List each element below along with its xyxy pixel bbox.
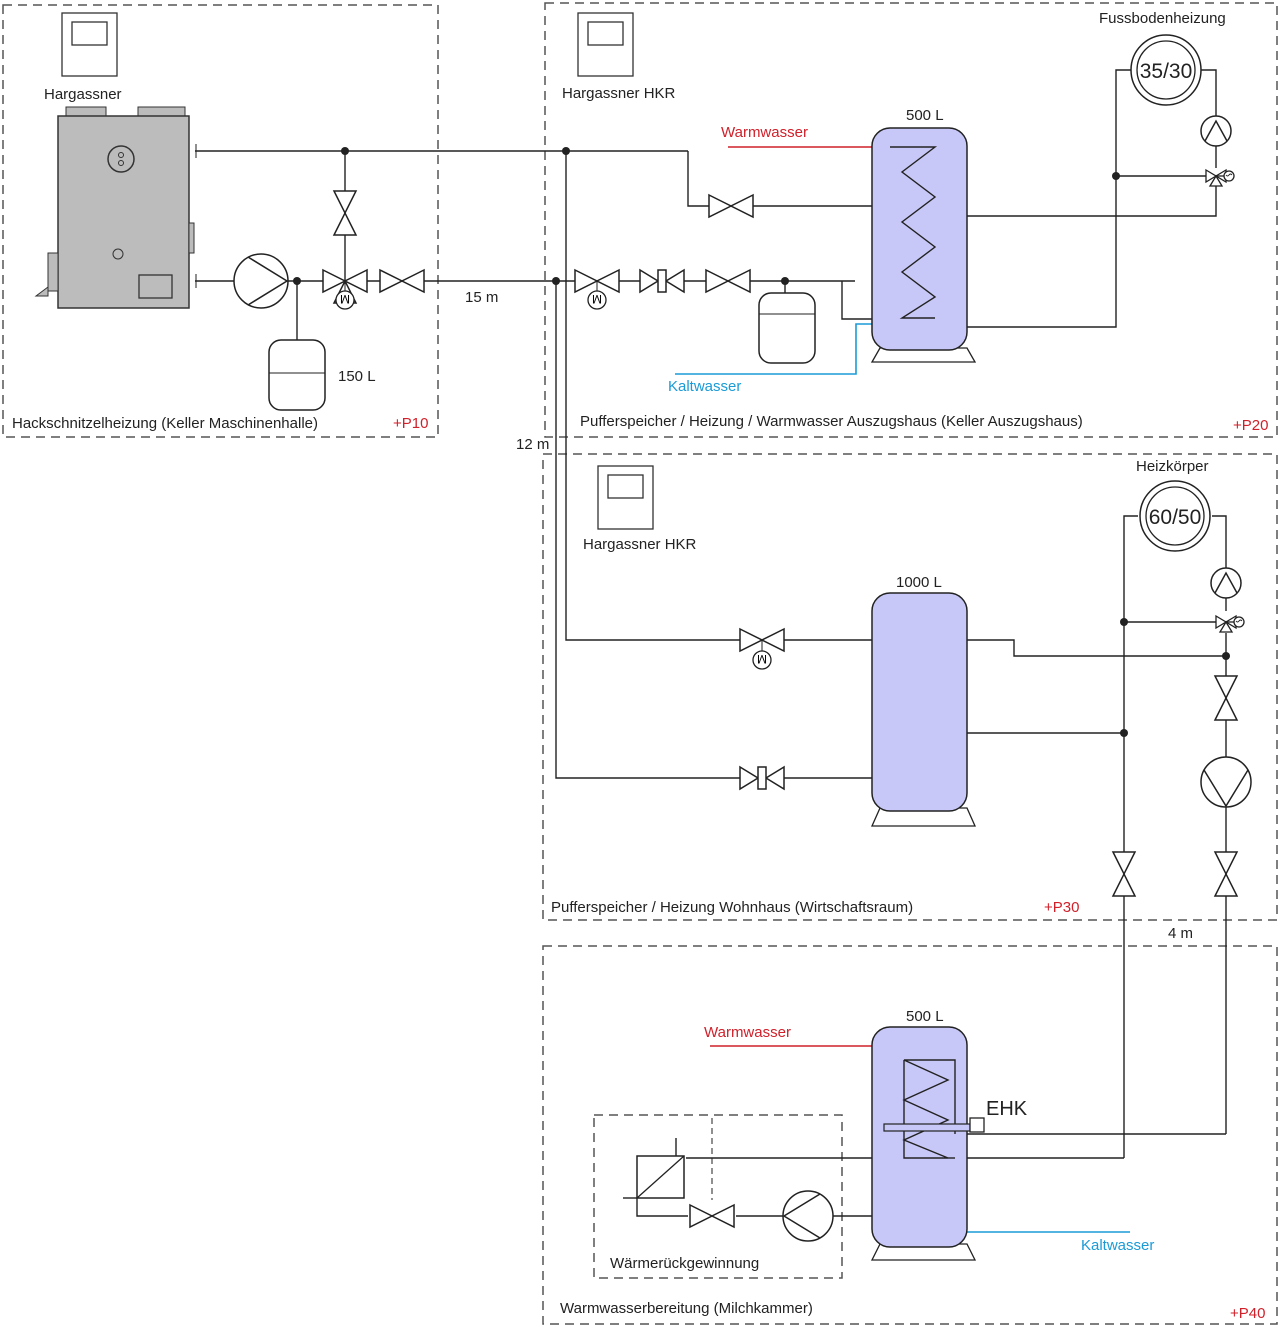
floor-heating-circle [1130, 34, 1202, 106]
floor-heating-temps: 35/30 [1140, 60, 1193, 83]
distance-12m: 12 m [516, 436, 549, 453]
zone-p20-code: +P20 [1233, 417, 1268, 434]
heat-exchanger [636, 1155, 685, 1199]
svg-text:M: M [757, 652, 767, 666]
controller-hkr-p20 [577, 12, 634, 77]
valve-p40-feed-2 [1214, 851, 1238, 897]
boiler-controller-label: Hargassner [44, 86, 122, 103]
tank-p30 [870, 592, 977, 827]
distance-4m: 4 m [1168, 925, 1193, 942]
zone-p20-box [544, 2, 1278, 438]
check-valve-p20 [639, 269, 685, 293]
radiator-circle [1139, 480, 1211, 552]
kaltwasser-label-p20: Kaltwasser [668, 378, 741, 395]
expansion-tank-boiler-label: 150 L [338, 368, 376, 385]
controller-boiler [61, 12, 118, 77]
valve-heat-recovery [689, 1204, 735, 1228]
svg-text:M: M [340, 292, 350, 306]
zone-p10-code: +P10 [393, 415, 428, 432]
pump-radiator [1210, 567, 1242, 599]
zone-p10-title: Hackschnitzelheizung (Keller Maschinenha… [12, 415, 318, 432]
bypass-valve [333, 190, 357, 236]
svg-text:M: M [592, 292, 602, 306]
shutoff-valve-p20 [705, 269, 751, 293]
pipes [195, 69, 1227, 1217]
valve-p40-feed-1 [1112, 851, 1136, 897]
pump-heat-recovery [782, 1190, 834, 1242]
tank-p20-volume: 500 L [906, 107, 944, 124]
junction-dots [293, 147, 1230, 737]
heat-recovery-box [593, 1114, 843, 1279]
shutoff-valve-1 [379, 269, 425, 293]
pump-p40-feed [1200, 756, 1252, 808]
motor-icon-1: M [335, 290, 355, 310]
tank-p40-volume: 500 L [906, 1008, 944, 1025]
zone-p30-code: +P30 [1044, 899, 1079, 916]
warmwasser-label-p20: Warmwasser [721, 124, 808, 141]
electric-heater-label: EHK [986, 1098, 1028, 1120]
tank-p30-volume: 1000 L [896, 574, 942, 591]
check-valve-p30 [739, 766, 785, 790]
expansion-tank-boiler [268, 339, 326, 411]
mix-valve-radiator [1215, 615, 1245, 633]
radiator-temps: 60/50 [1149, 506, 1202, 529]
distance-15m: 15 m [465, 289, 498, 306]
hkr-controller-1-label: Hargassner HKR [562, 85, 676, 102]
zone-p40-title: Warmwasserbereitung (Milchkammer) [560, 1300, 813, 1317]
controller-hkr-p30 [597, 465, 654, 530]
pump-floor-heating [1200, 115, 1232, 147]
tank-p20 [870, 127, 977, 363]
zone-p40-box [542, 945, 1278, 1325]
zone-p10-box [2, 4, 439, 438]
zone-p40-code: +P40 [1230, 1305, 1265, 1322]
radiator-label: Heizkörper [1136, 458, 1209, 475]
zone-p30-title: Pufferspeicher / Heizung Wohnhaus (Wirts… [551, 899, 913, 916]
zone-p30-box [542, 453, 1278, 921]
motor-icon-2: M [587, 281, 607, 310]
mix-valve-floor-heating [1205, 169, 1235, 187]
hkr-controller-2-label: Hargassner HKR [583, 536, 697, 553]
tank-p40 [870, 1026, 985, 1261]
expansion-tank-p20 [758, 292, 816, 364]
motor-icon-3: M [752, 640, 772, 670]
warmwasser-label-p40: Warmwasser [704, 1024, 791, 1041]
kaltwasser-label-p40: Kaltwasser [1081, 1237, 1154, 1254]
zone-p20-title: Pufferspeicher / Heizung / Warmwasser Au… [580, 413, 1083, 430]
boiler [34, 106, 197, 309]
supply-valve-p20 [708, 194, 754, 218]
valve-radiator-return [1214, 675, 1238, 721]
floor-heating-label: Fussbodenheizung [1099, 10, 1226, 27]
heat-recovery-label: Wärmerückgewinnung [610, 1255, 759, 1272]
pump-boiler [233, 253, 289, 309]
